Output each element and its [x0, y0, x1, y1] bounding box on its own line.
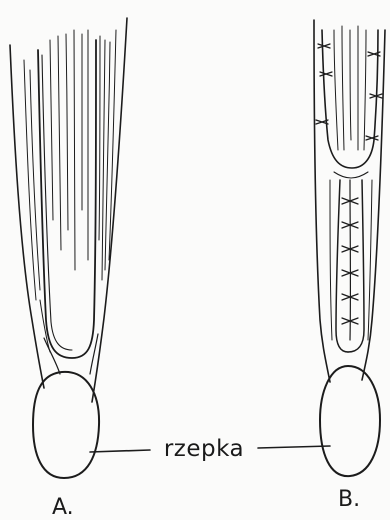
panel-a-label: A. [52, 495, 74, 520]
panel-b-patella [320, 366, 380, 476]
callout-leader-left [90, 450, 150, 452]
callout-leader-right [258, 446, 330, 448]
panel-b-label: B. [338, 487, 360, 512]
panel-a-figure [10, 18, 127, 478]
panel-b-graft-left [336, 180, 348, 352]
panel-a-patella [33, 372, 99, 478]
panel-b-figure [314, 20, 385, 476]
callout-label-rzepka: rzepka [164, 436, 244, 462]
